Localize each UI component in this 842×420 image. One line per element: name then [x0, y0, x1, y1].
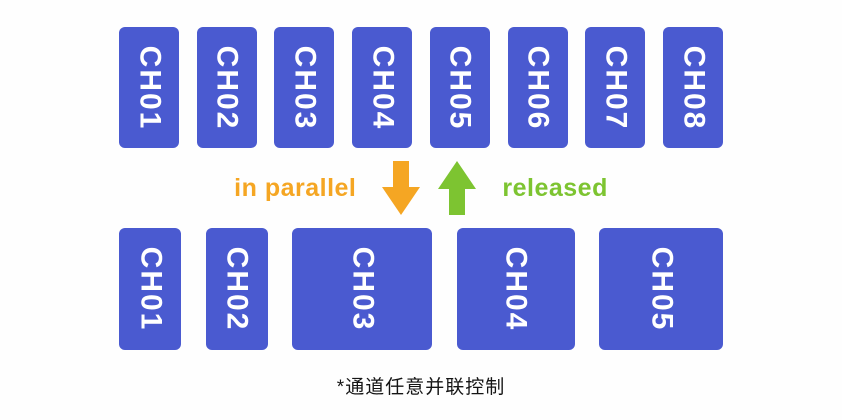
channel-block-ch04: CH04 [456, 228, 575, 350]
channel-label: CH06 [521, 45, 555, 130]
channel-block-ch04: CH04 [352, 27, 413, 148]
channel-label: CH05 [644, 246, 678, 332]
transition-row: in parallel released [119, 148, 723, 228]
arrow-up-icon [438, 161, 477, 215]
channel-block-ch02: CH02 [196, 27, 257, 148]
channel-label: CH02 [220, 246, 254, 332]
in-parallel-label: in parallel [234, 173, 357, 202]
channel-block-ch06: CH06 [507, 27, 568, 148]
channel-label: CH03 [288, 45, 322, 130]
channel-label: CH01 [134, 246, 168, 332]
channel-label: CH04 [499, 246, 533, 332]
channel-block-ch05: CH05 [599, 228, 723, 350]
channel-label: CH04 [366, 45, 400, 130]
channel-block-ch02: CH02 [205, 228, 268, 350]
bottom-channel-row: CH01 CH02 CH03 CH04 CH05 [119, 228, 723, 350]
channel-label: CH01 [133, 45, 167, 130]
channel-block-ch03: CH03 [292, 228, 432, 350]
channel-block-ch01: CH01 [119, 228, 181, 350]
top-channel-row: CH01 CH02 CH03 CH04 CH05 CH06 CH07 CH08 [119, 27, 723, 148]
channel-block-ch07: CH07 [585, 27, 646, 148]
channel-block-ch01: CH01 [119, 27, 179, 148]
channel-block-ch08: CH08 [662, 27, 723, 148]
channel-label: CH02 [210, 45, 244, 130]
released-label: released [502, 173, 608, 202]
channel-label: CH05 [443, 45, 477, 130]
channel-label: CH07 [599, 45, 633, 130]
channel-block-ch05: CH05 [429, 27, 490, 148]
channel-label: CH08 [676, 45, 710, 130]
channel-block-ch03: CH03 [274, 27, 335, 148]
caption-text: *通道任意并联控制 [336, 377, 506, 398]
arrow-down-icon [382, 161, 421, 215]
channel-label: CH03 [345, 246, 379, 332]
